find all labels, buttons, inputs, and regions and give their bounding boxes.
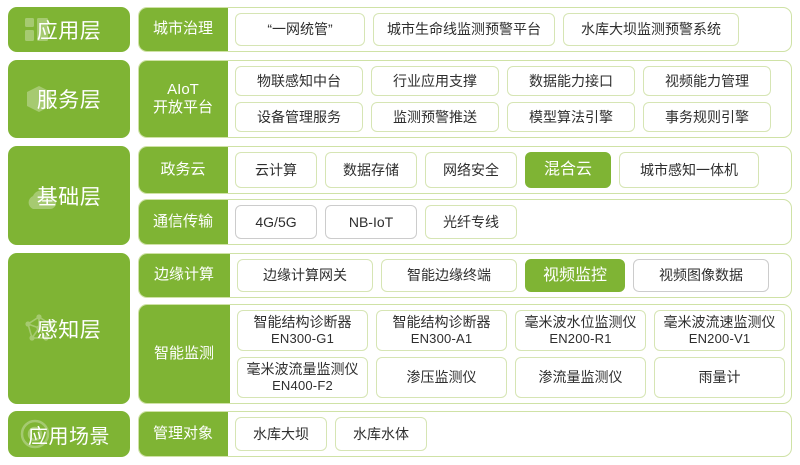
row-government-cloud: 政务云 云计算 数据存储 网络安全 混合云 城市感知一体机 [138, 146, 792, 194]
chip-monitoring-alert-push[interactable]: 监测预警推送 [371, 102, 499, 132]
chip-mmwave-water-level-en200-r1[interactable]: 毫米波水位监测仪 EN200-R1 [515, 310, 646, 351]
chip-data-storage[interactable]: 数据存储 [325, 152, 417, 188]
chip-mmwave-velocity-en200-v1[interactable]: 毫米波流速监测仪 EN200-V1 [654, 310, 785, 351]
chip-seepage-flow-monitor[interactable]: 渗流量监测仪 [515, 357, 646, 398]
row-items-urban-governance: “一网统管” 城市生命线监测预警平台 水库大坝监测预警系统 [229, 8, 791, 51]
chip-edge-computing-gateway[interactable]: 边缘计算网关 [237, 259, 373, 292]
chip-industry-app-support[interactable]: 行业应用支撑 [371, 66, 499, 96]
chip-nb-iot[interactable]: NB-IoT [325, 205, 417, 239]
chip-city-sensing-all-in-one[interactable]: 城市感知一体机 [619, 152, 759, 188]
row-edge-computing: 边缘计算 边缘计算网关 智能边缘终端 视频监控 视频图像数据 [138, 253, 792, 298]
row-label-edge-computing[interactable]: 边缘计算 [139, 254, 230, 297]
item-line: 毫米波流量监测仪 EN400-F2 渗压监测仪 渗流量监测仪 雨量计 [237, 357, 785, 398]
chip-reservoir-dam-warning-system[interactable]: 水库大坝监测预警系统 [563, 13, 739, 46]
row-items-management-object: 水库大坝 水库水体 [229, 412, 791, 456]
chip-iot-sensing-midplatform[interactable]: 物联感知中台 [235, 66, 363, 96]
row-label-aiot-open-platform[interactable]: AIoT 开放平台 [139, 61, 228, 137]
row-items-communication-transmission: 4G/5G NB-IoT 光纤专线 [229, 200, 791, 244]
layer-block-application-scenario[interactable]: 应用场景 [8, 411, 130, 457]
row-items-government-cloud: 云计算 数据存储 网络安全 混合云 城市感知一体机 [229, 147, 791, 193]
layer-block-service[interactable]: 服务层 [8, 60, 130, 138]
chip-structural-diagnoser-en300-a1[interactable]: 智能结构诊断器 EN300-A1 [376, 310, 507, 351]
chip-network-security[interactable]: 网络安全 [425, 152, 517, 188]
layer-title-application: 应用层 [36, 19, 102, 43]
chip-video-capability-management[interactable]: 视频能力管理 [643, 66, 771, 96]
chip-city-lifeline-platform[interactable]: 城市生命线监测预警平台 [373, 13, 555, 46]
row-items-intelligent-monitoring: 智能结构诊断器 EN300-G1 智能结构诊断器 EN300-A1 毫米波水位监… [231, 305, 791, 403]
chip-reservoir-water-body[interactable]: 水库水体 [335, 417, 427, 451]
chip-reservoir-dam[interactable]: 水库大坝 [235, 417, 327, 451]
chip-mmwave-flow-en400-f2[interactable]: 毫米波流量监测仪 EN400-F2 [237, 357, 368, 398]
chip-fiber-dedicated-line[interactable]: 光纤专线 [425, 205, 517, 239]
chip-model-algorithm-engine[interactable]: 模型算法引擎 [507, 102, 635, 132]
layer-title-application-scenario: 应用场景 [28, 425, 110, 448]
chip-transaction-rule-engine[interactable]: 事务规则引擎 [643, 102, 771, 132]
item-line: 边缘计算网关 智能边缘终端 视频监控 视频图像数据 [237, 259, 785, 292]
row-label-management-object[interactable]: 管理对象 [139, 412, 228, 456]
layer-title-infrastructure: 基础层 [36, 185, 102, 209]
row-label-government-cloud[interactable]: 政务云 [139, 147, 228, 193]
layer-title-perception: 感知层 [36, 318, 102, 342]
row-items-aiot-open-platform: 物联感知中台 行业应用支撑 数据能力接口 视频能力管理 设备管理服务 监测预警推… [229, 61, 791, 137]
item-line: 设备管理服务 监测预警推送 模型算法引擎 事务规则引擎 [235, 102, 785, 132]
row-items-edge-computing: 边缘计算网关 智能边缘终端 视频监控 视频图像数据 [231, 254, 791, 297]
item-line: 物联感知中台 行业应用支撑 数据能力接口 视频能力管理 [235, 66, 785, 96]
row-communication-transmission: 通信传输 4G/5G NB-IoT 光纤专线 [138, 199, 792, 245]
layer-block-application[interactable]: 应用层 [8, 7, 130, 52]
chip-yiwangtongguan[interactable]: “一网统管” [235, 13, 365, 46]
chip-rain-gauge[interactable]: 雨量计 [654, 357, 785, 398]
chip-4g-5g[interactable]: 4G/5G [235, 205, 317, 239]
chip-cloud-computing[interactable]: 云计算 [235, 152, 317, 188]
chip-intelligent-edge-terminal[interactable]: 智能边缘终端 [381, 259, 517, 292]
item-line: 云计算 数据存储 网络安全 混合云 城市感知一体机 [235, 152, 785, 188]
layer-title-service: 服务层 [36, 89, 102, 112]
item-line: “一网统管” 城市生命线监测预警平台 水库大坝监测预警系统 [235, 13, 785, 46]
chip-video-image-data[interactable]: 视频图像数据 [633, 259, 769, 292]
layer-block-infrastructure[interactable]: 基础层 [8, 146, 130, 245]
chip-video-surveillance[interactable]: 视频监控 [525, 259, 625, 292]
chip-structural-diagnoser-en300-g1[interactable]: 智能结构诊断器 EN300-G1 [237, 310, 368, 351]
chip-data-capability-interface[interactable]: 数据能力接口 [507, 66, 635, 96]
layer-block-perception[interactable]: 感知层 [8, 253, 130, 404]
row-management-object: 管理对象 水库大坝 水库水体 [138, 411, 792, 457]
row-intelligent-monitoring: 智能监测 智能结构诊断器 EN300-G1 智能结构诊断器 EN300-A1 毫… [138, 304, 792, 404]
item-line: 水库大坝 水库水体 [235, 417, 785, 451]
row-label-intelligent-monitoring[interactable]: 智能监测 [139, 305, 230, 403]
chip-hybrid-cloud[interactable]: 混合云 [525, 152, 611, 188]
chip-device-management-service[interactable]: 设备管理服务 [235, 102, 363, 132]
item-line: 4G/5G NB-IoT 光纤专线 [235, 205, 785, 239]
chip-seepage-pressure-monitor[interactable]: 渗压监测仪 [376, 357, 507, 398]
row-aiot-open-platform: AIoT 开放平台 物联感知中台 行业应用支撑 数据能力接口 视频能力管理 [138, 60, 792, 138]
row-label-communication-transmission[interactable]: 通信传输 [139, 200, 228, 244]
row-label-urban-governance[interactable]: 城市治理 [139, 8, 228, 51]
row-urban-governance: 城市治理 “一网统管” 城市生命线监测预警平台 水库大坝监测预警系统 [138, 7, 792, 52]
item-line: 智能结构诊断器 EN300-G1 智能结构诊断器 EN300-A1 毫米波水位监… [237, 310, 785, 351]
